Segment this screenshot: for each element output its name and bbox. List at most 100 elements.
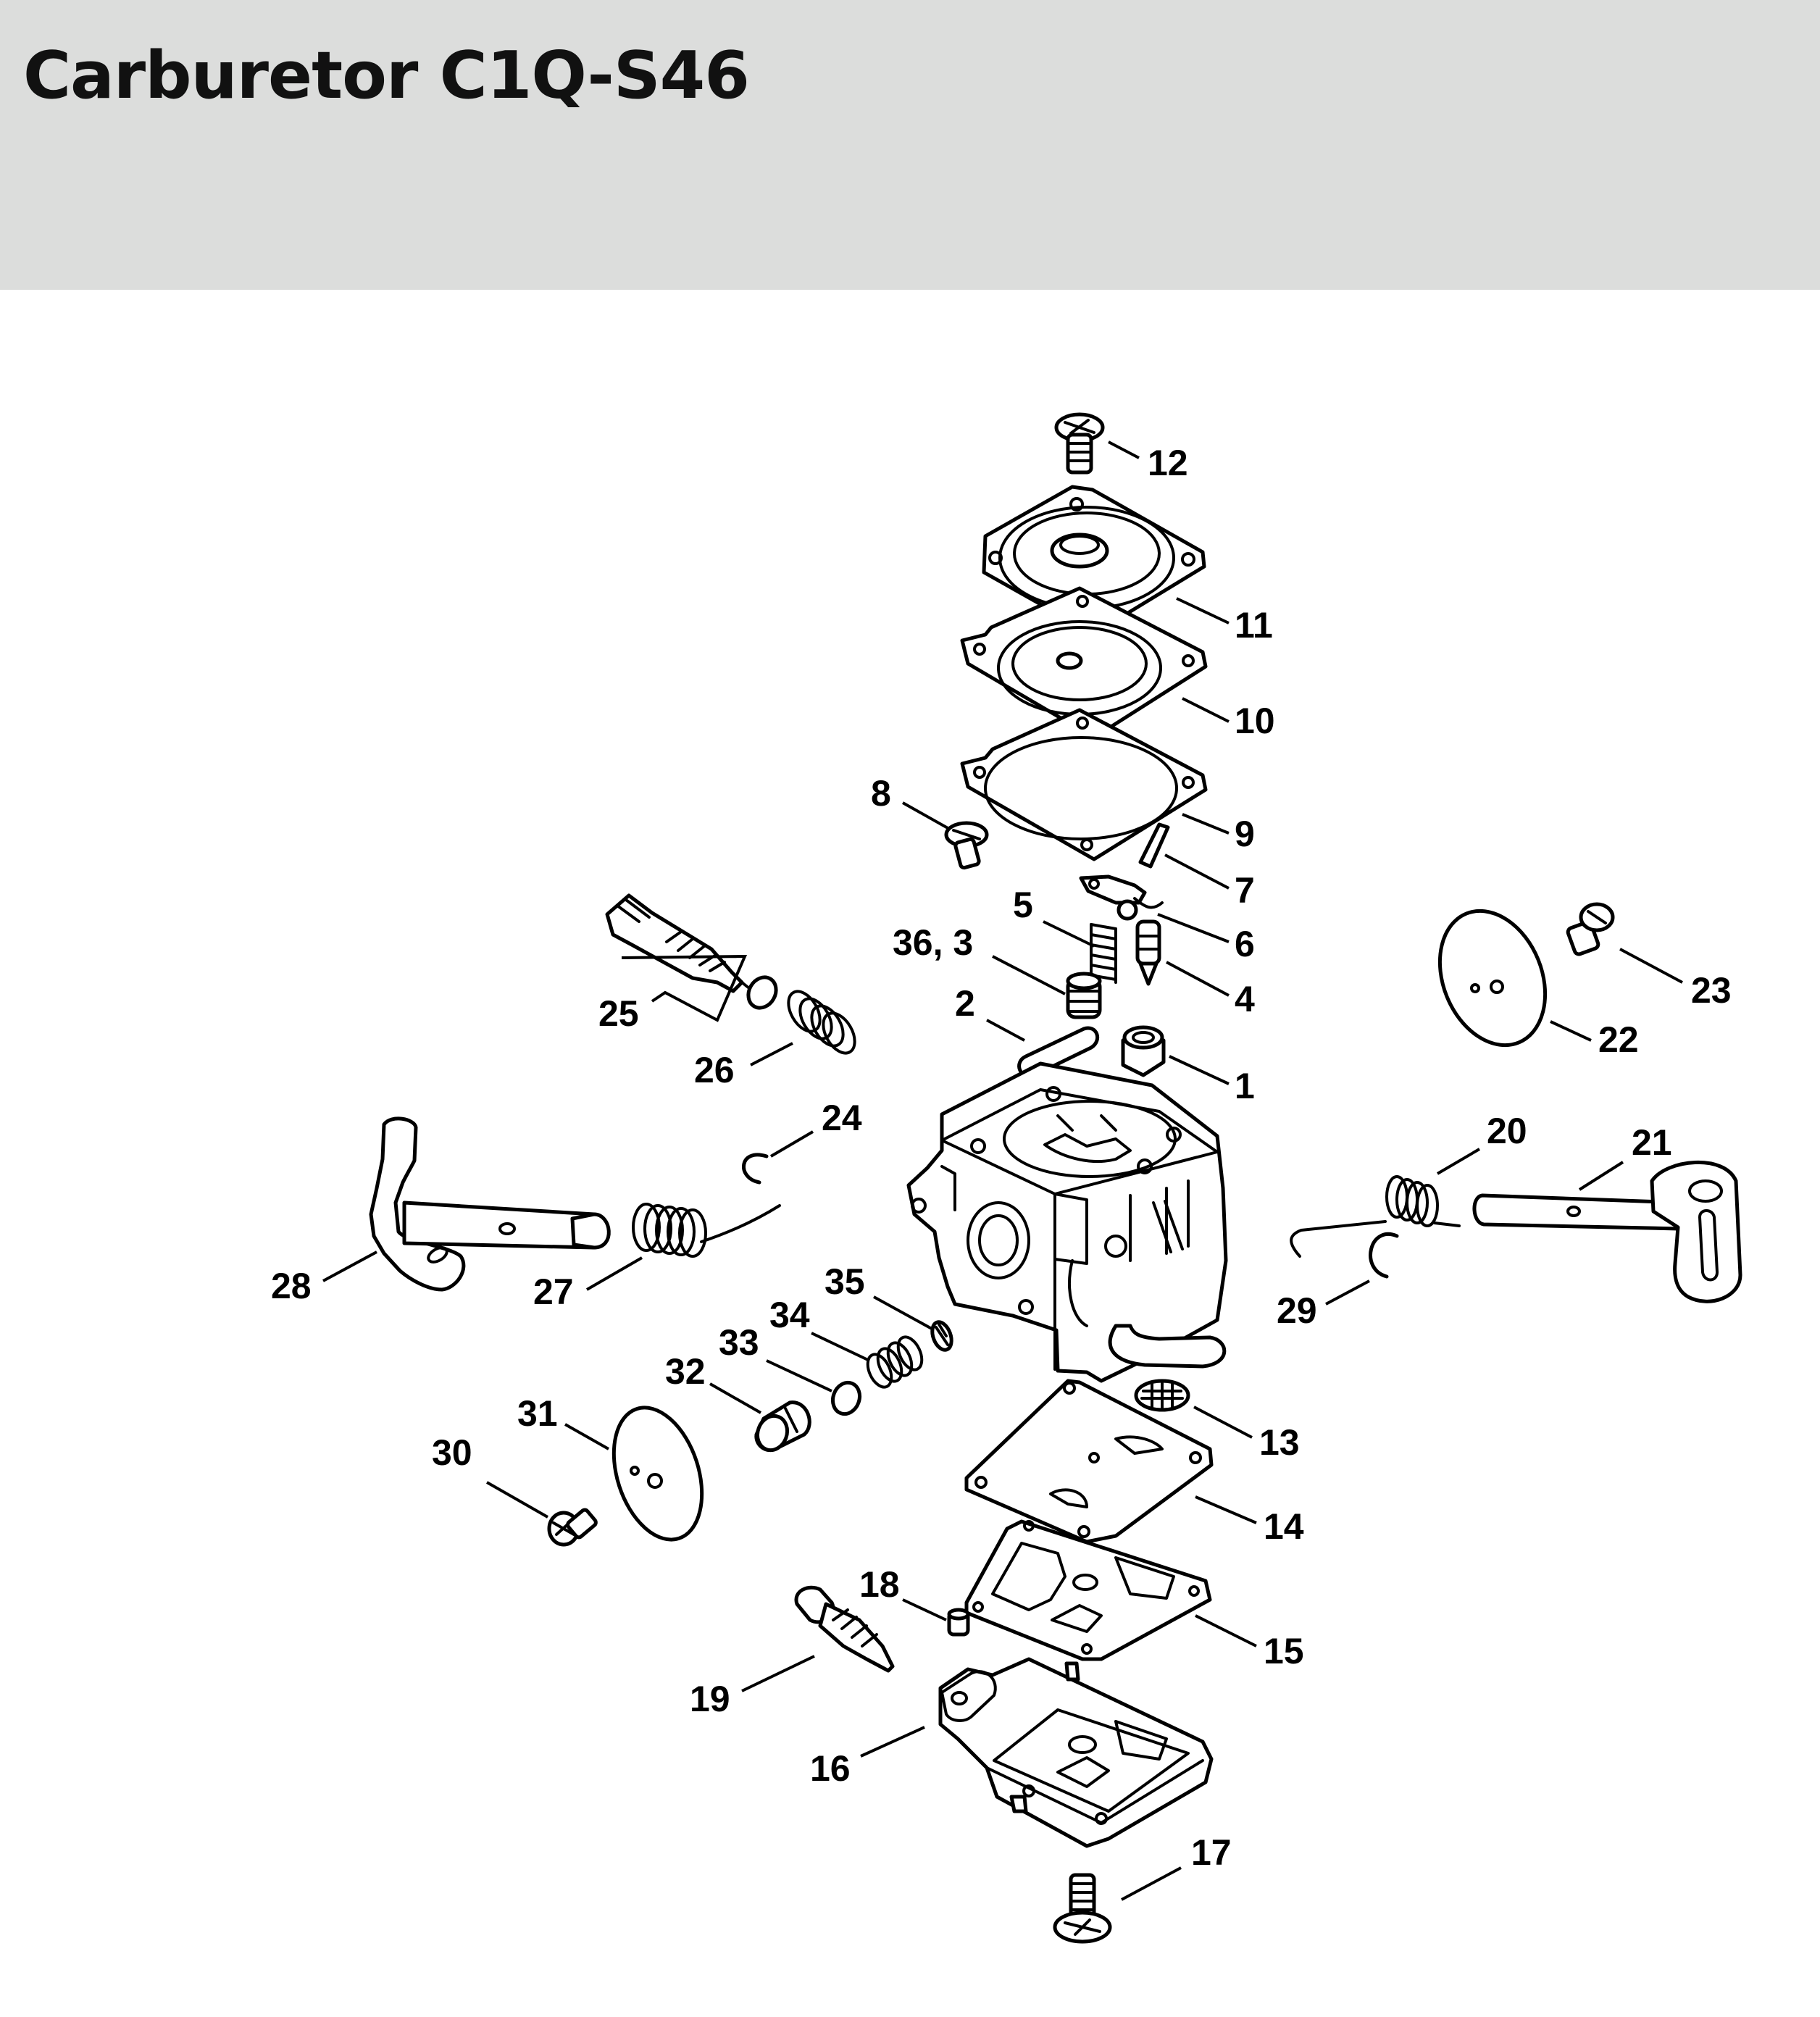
leader-7 [1164, 853, 1230, 890]
part-21-throttle-shaft [1472, 1160, 1742, 1303]
leader-22 [1550, 1020, 1592, 1042]
part-1-plug [1121, 1025, 1166, 1077]
callout-4: 4 [1235, 979, 1255, 1019]
callout-5: 5 [1013, 885, 1033, 925]
leader-32 [709, 1382, 761, 1414]
leader-13 [1193, 1406, 1253, 1439]
leader-30 [486, 1481, 548, 1519]
part-29-clip [1290, 1220, 1399, 1279]
part-22-disc [1437, 909, 1548, 1048]
part-25-needle-valve [605, 893, 751, 993]
part-6-lever [1079, 874, 1164, 921]
callout-21: 21 [1632, 1122, 1672, 1163]
part-13-screen [1134, 1379, 1190, 1412]
callout-20: 20 [1487, 1111, 1527, 1151]
header-band [0, 0, 1820, 290]
part-carburetor-body [906, 1061, 1228, 1383]
leader-25 [621, 954, 748, 1022]
leader-24 [769, 1130, 814, 1158]
part-5-spring [1090, 923, 1117, 984]
leader-27 [585, 1256, 643, 1291]
callout-29: 29 [1277, 1290, 1317, 1331]
leader-19 [741, 1655, 815, 1692]
callout-31: 31 [517, 1393, 558, 1434]
part-20-spring [1385, 1175, 1461, 1227]
leader-11 [1176, 597, 1230, 625]
leader-14 [1195, 1495, 1257, 1524]
part-19-screw [794, 1585, 895, 1673]
leader-15 [1195, 1614, 1257, 1648]
callout-30: 30 [432, 1432, 472, 1473]
part-31-disc [611, 1406, 704, 1542]
leader-36-3 [992, 955, 1066, 995]
leader-12 [1108, 440, 1140, 459]
callout-35: 35 [825, 1261, 865, 1302]
part-35-screen [930, 1320, 953, 1352]
callout-25: 25 [598, 993, 639, 1034]
callout-28: 28 [271, 1266, 312, 1306]
part-24-clip [742, 1153, 769, 1185]
callout-11: 11 [1235, 605, 1273, 646]
part-15-gasket [964, 1519, 1212, 1661]
part-9-gasket [960, 708, 1208, 861]
callout-24: 24 [822, 1098, 862, 1138]
leader-6 [1157, 913, 1230, 943]
callout-15: 15 [1264, 1631, 1304, 1671]
part-30-screw [547, 1508, 598, 1547]
callout-6: 6 [1235, 924, 1255, 964]
part-33-o-ring [830, 1380, 862, 1416]
leader-23 [1619, 948, 1683, 984]
leader-26 [750, 1042, 793, 1066]
part-8-screw [944, 821, 989, 870]
leader-28 [322, 1250, 377, 1282]
part-25-o-ring [746, 975, 778, 1010]
part-28-choke-shaft [369, 1116, 611, 1292]
leader-5 [1043, 920, 1095, 948]
callout-10: 10 [1235, 701, 1275, 741]
part-11-cover [982, 485, 1206, 632]
part-4-needle [1135, 919, 1161, 986]
callout-33: 33 [719, 1322, 759, 1363]
callout-36-3: 36, 3 [893, 922, 973, 963]
callout-2: 2 [955, 983, 975, 1024]
part-17-screw [1053, 1873, 1112, 1944]
callout-8: 8 [871, 773, 891, 814]
part-16-cover [938, 1657, 1214, 1848]
part-27-spring [632, 1203, 781, 1258]
callout-12: 12 [1148, 443, 1188, 483]
leader-10 [1182, 697, 1230, 723]
leader-1 [1169, 1055, 1230, 1085]
leader-2 [986, 1019, 1025, 1042]
part-36-3-plug [1066, 972, 1102, 1019]
part-18-cylinder [947, 1608, 970, 1637]
callout-17: 17 [1191, 1832, 1232, 1873]
part-32-piston [754, 1400, 811, 1453]
part-12-screw [1054, 412, 1105, 475]
callout-16: 16 [810, 1748, 851, 1789]
callout-9: 9 [1235, 814, 1255, 854]
page-title: Carburetor C1Q-S46 [23, 38, 750, 114]
leader-21 [1578, 1161, 1624, 1191]
leader-29 [1325, 1279, 1370, 1306]
leader-31 [564, 1423, 609, 1450]
leader-34 [811, 1332, 870, 1362]
callout-1: 1 [1235, 1066, 1255, 1106]
leader-17 [1121, 1866, 1182, 1901]
part-7-pin [1138, 822, 1170, 869]
callout-27: 27 [533, 1271, 574, 1312]
callout-14: 14 [1264, 1506, 1304, 1547]
leader-4 [1166, 961, 1230, 997]
leader-35 [873, 1295, 932, 1330]
callout-7: 7 [1235, 870, 1255, 911]
callout-26: 26 [694, 1050, 735, 1090]
callout-32: 32 [665, 1351, 706, 1392]
leader-20 [1436, 1148, 1481, 1175]
leader-33 [766, 1359, 832, 1392]
callout-22: 22 [1598, 1019, 1639, 1060]
leader-8 [902, 801, 950, 830]
leader-18 [902, 1598, 947, 1621]
callout-34: 34 [769, 1295, 810, 1335]
part-14-diaphragm [964, 1379, 1214, 1544]
part-26-spring [787, 990, 856, 1055]
leader-16 [860, 1726, 925, 1758]
